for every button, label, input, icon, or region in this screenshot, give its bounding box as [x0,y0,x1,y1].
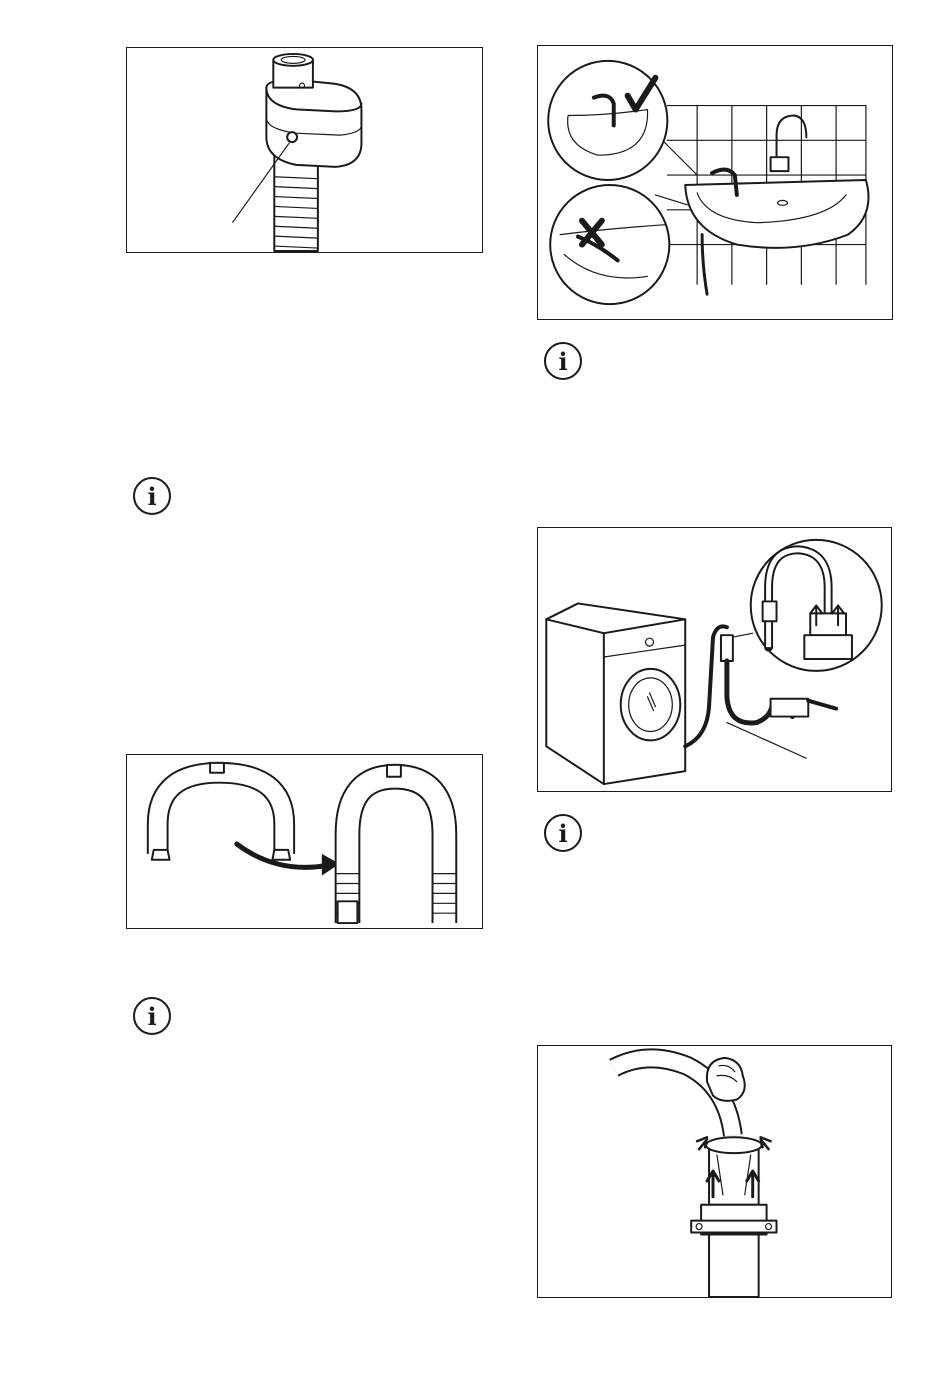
info-glyph: i [558,819,567,848]
hose-connector-illustration [127,48,482,252]
info-glyph: i [147,1002,156,1031]
washbasin-illustration [538,46,892,319]
standpipe-illustration [538,1046,891,1297]
hose-guide-illustration [127,755,482,928]
figure-hose-guide [126,754,483,929]
figure-standpipe [537,1045,892,1298]
siphon-connection-illustration [538,528,891,791]
info-icon: i [132,476,172,516]
info-icon: i [132,996,172,1036]
info-icon: i [543,341,583,381]
figure-washbasin [537,45,893,320]
info-icon: i [543,813,583,853]
info-glyph: i [147,482,156,511]
info-glyph: i [558,347,567,376]
figure-siphon-connection [537,527,892,792]
figure-hose-connector [126,47,483,253]
